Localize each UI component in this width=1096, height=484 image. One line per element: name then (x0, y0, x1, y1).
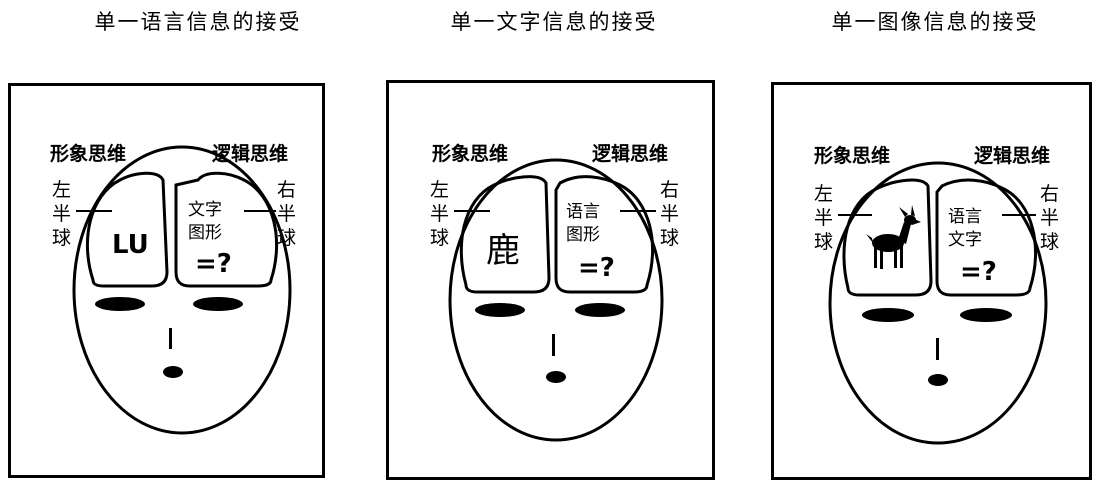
panel-3-right-hemisphere-label-2: 半 (1040, 207, 1059, 229)
panel-2-frame (386, 80, 715, 480)
panel-2-label-logic-thinking: 逻辑思维 (592, 142, 668, 165)
panel-3-label-visual-thinking: 形象思维 (814, 144, 890, 167)
panel-1-left-hemisphere-label-1: 左 (52, 179, 71, 201)
panel-3-mouth (928, 374, 948, 386)
panel-3-left-hemisphere-label-2: 半 (814, 207, 833, 229)
panel-1-right-lobe-line-2: 图形 (188, 223, 222, 243)
panel-3-head-outline (828, 161, 1048, 445)
panel-2-right-eye (575, 303, 625, 317)
panel-2-left-hemisphere-label-2: 半 (430, 203, 449, 225)
panel-1-right-lobe-line-1: 文字 (188, 200, 222, 220)
panel-1-right-hemisphere-label-2: 半 (277, 203, 296, 225)
panel-2-right-lobe-line-2: 图形 (566, 225, 600, 245)
panel-1-left-lobe-content: LU (112, 230, 149, 260)
panel-1-label-logic-thinking: 逻辑思维 (212, 142, 288, 165)
panel-1-left-hemisphere-label-2: 半 (52, 203, 71, 225)
panel-2-right-lobe (554, 175, 654, 294)
panel-3-caption: 单一图像信息的接受 (831, 10, 1039, 34)
panel-1-label-visual-thinking: 形象思维 (50, 142, 126, 165)
panel-1-nose (169, 328, 172, 349)
panel-1-frame (8, 83, 325, 478)
panel-3-nose (936, 338, 939, 360)
panel-2-right-hemisphere-label-2: 半 (660, 203, 679, 225)
panel-2-right-hemisphere-label-3: 球 (660, 227, 679, 249)
panel-1-left-lobe (86, 171, 169, 288)
panel-2-right-hemisphere-label-1: 右 (660, 179, 679, 201)
panel-2-left-lobe-content: 鹿 (486, 231, 520, 271)
deer-silhouette-icon (866, 205, 921, 269)
panel-3-left-hemisphere-label-3: 球 (814, 231, 833, 253)
panel-3-right-lobe-query: =? (960, 257, 997, 287)
panel-2-label-visual-thinking: 形象思维 (432, 142, 508, 165)
panel-1-mouth (163, 366, 183, 378)
panel-1-right-lobe (174, 171, 278, 288)
panel-2-left-hemisphere-label-1: 左 (430, 179, 449, 201)
panel-3-right-lobe (935, 178, 1037, 297)
panel-3-right-lobe-line-2: 文字 (948, 230, 982, 250)
panel-2-caption: 单一文字信息的接受 (450, 10, 658, 34)
panel-1-left-eye (95, 297, 145, 311)
panel-2-left-eye (475, 303, 525, 317)
panel-2-nose (552, 334, 555, 356)
panel-2-left-hemisphere-label-3: 球 (430, 227, 449, 249)
panel-3-right-hemisphere-label-1: 右 (1040, 183, 1059, 205)
panel-3-left-hemisphere-label-1: 左 (814, 183, 833, 205)
panel-1-right-hemisphere-label-3: 球 (277, 227, 296, 249)
panel-3-right-hemisphere-label-3: 球 (1040, 231, 1059, 253)
panel-2-mouth (546, 371, 566, 383)
panel-2-right-lobe-line-1: 语言 (566, 202, 600, 222)
panel-1-right-eye (193, 297, 243, 311)
panel-3-label-logic-thinking: 逻辑思维 (974, 144, 1050, 167)
panel-3-left-eye (862, 308, 914, 322)
panel-1-head-outline (72, 145, 292, 435)
panel-3-left-lobe (842, 178, 933, 297)
panel-1-right-lobe-query: =? (195, 249, 232, 279)
panel-2-right-lobe-query: =? (578, 253, 615, 283)
panel-1-caption: 单一语言信息的接受 (94, 10, 302, 34)
panel-1-left-hemisphere-label-3: 球 (52, 227, 71, 249)
panel-1-right-hemisphere-label-1: 右 (277, 179, 296, 201)
panel-3-right-eye (960, 308, 1012, 322)
panel-2-head-outline (448, 158, 664, 442)
panel-2-left-lobe (459, 175, 551, 294)
panel-3-frame (771, 82, 1092, 480)
panel-3-right-lobe-line-1: 语言 (948, 207, 982, 227)
